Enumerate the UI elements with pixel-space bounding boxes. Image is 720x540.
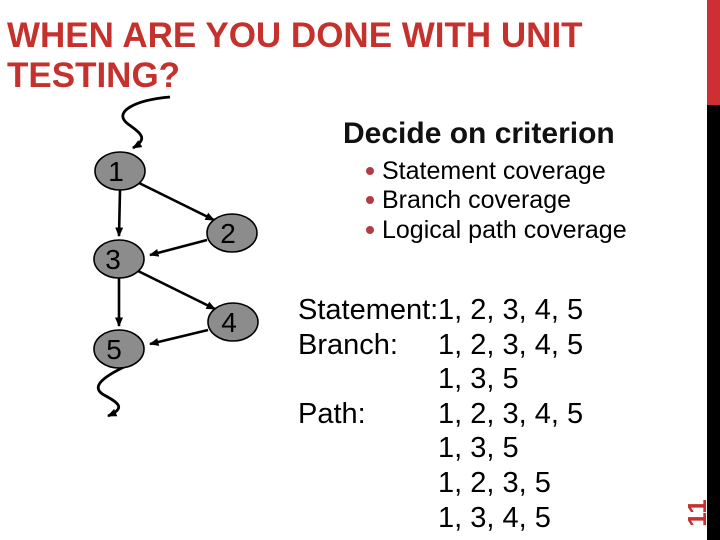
coverage-row-label: Statement: (298, 294, 439, 326)
coverage-row-label (298, 362, 438, 397)
flow-node-2: 2 (206, 213, 258, 253)
coverage-row-label (298, 501, 438, 536)
section-heading: Decide on criterion (343, 117, 615, 150)
flow-node-2-label: 2 (220, 218, 236, 249)
bullet-label: Branch coverage (382, 186, 572, 215)
sidebar-accent-red (707, 0, 720, 105)
flow-node-4: 4 (207, 302, 259, 342)
coverage-row-label (298, 466, 438, 501)
coverage-row-value: 1, 2, 3, 4, 5 (438, 397, 584, 430)
coverage-row-label (298, 431, 438, 466)
coverage-row: 1, 3, 5 (298, 362, 583, 397)
coverage-row-label: Branch: (298, 328, 398, 361)
list-item: Logical path coverage (366, 216, 627, 245)
coverage-row: 1, 3, 5 (298, 431, 583, 466)
bullet-icon (366, 225, 374, 234)
list-item: Statement coverage (366, 157, 627, 186)
coverage-row-value: 1, 3, 5 (438, 363, 519, 396)
exit-squiggle-arrow (96, 364, 127, 418)
sidebar-accent-black (707, 105, 720, 540)
edge-4-5 (149, 328, 209, 346)
criteria-bullet-list: Statement coverage Branch coverage Logic… (366, 157, 627, 245)
edge-3-4 (133, 267, 216, 311)
coverage-row-value: 1, 3, 4, 5 (438, 501, 551, 534)
page-number: 11 (682, 499, 712, 527)
edge-2-3 (149, 238, 208, 257)
slide-title-line2: TESTING? (7, 56, 181, 95)
coverage-listing: Statement: 1, 2, 3, 4, 5 Branch: 1, 2, 3… (298, 293, 583, 535)
list-item: Branch coverage (366, 186, 627, 215)
coverage-row-value: 1, 2, 3, 5 (438, 466, 551, 499)
entry-squiggle-arrow (121, 95, 171, 150)
coverage-row: Statement: 1, 2, 3, 4, 5 (298, 293, 583, 328)
bullet-label: Logical path coverage (382, 215, 627, 244)
edge-1-3 (115, 189, 124, 237)
coverage-row: 1, 3, 4, 5 (298, 501, 583, 536)
flow-node-4-label: 4 (221, 307, 237, 338)
coverage-row-value: 1, 2, 3, 4, 5 (438, 294, 584, 326)
flow-node-5: 5 (93, 329, 145, 369)
edge-1-2 (134, 179, 215, 222)
bullet-icon (366, 167, 374, 175)
bullet-icon (366, 196, 374, 205)
flow-node-1-label: 1 (108, 156, 124, 187)
coverage-row-value: 1, 2, 3, 4, 5 (438, 328, 584, 361)
coverage-row: Branch: 1, 2, 3, 4, 5 (298, 328, 583, 363)
control-flow-diagram: 1 2 3 4 5 (93, 95, 259, 418)
slide-title-line1: WHEN ARE YOU DONE WITH UNIT (7, 16, 583, 55)
coverage-row-label: Path: (298, 397, 366, 430)
flow-node-3-label: 3 (105, 244, 121, 275)
flow-node-1: 1 (94, 151, 146, 191)
coverage-row: Path: 1, 2, 3, 4, 5 (298, 397, 583, 432)
bullet-label: Statement coverage (382, 157, 606, 185)
flow-node-3: 3 (93, 239, 145, 279)
flow-node-5-label: 5 (106, 334, 122, 365)
slide-title: WHEN ARE YOU DONE WITH UNIT TESTING? (7, 16, 667, 96)
coverage-row: 1, 2, 3, 5 (298, 466, 583, 501)
coverage-row-value: 1, 3, 5 (438, 432, 519, 465)
